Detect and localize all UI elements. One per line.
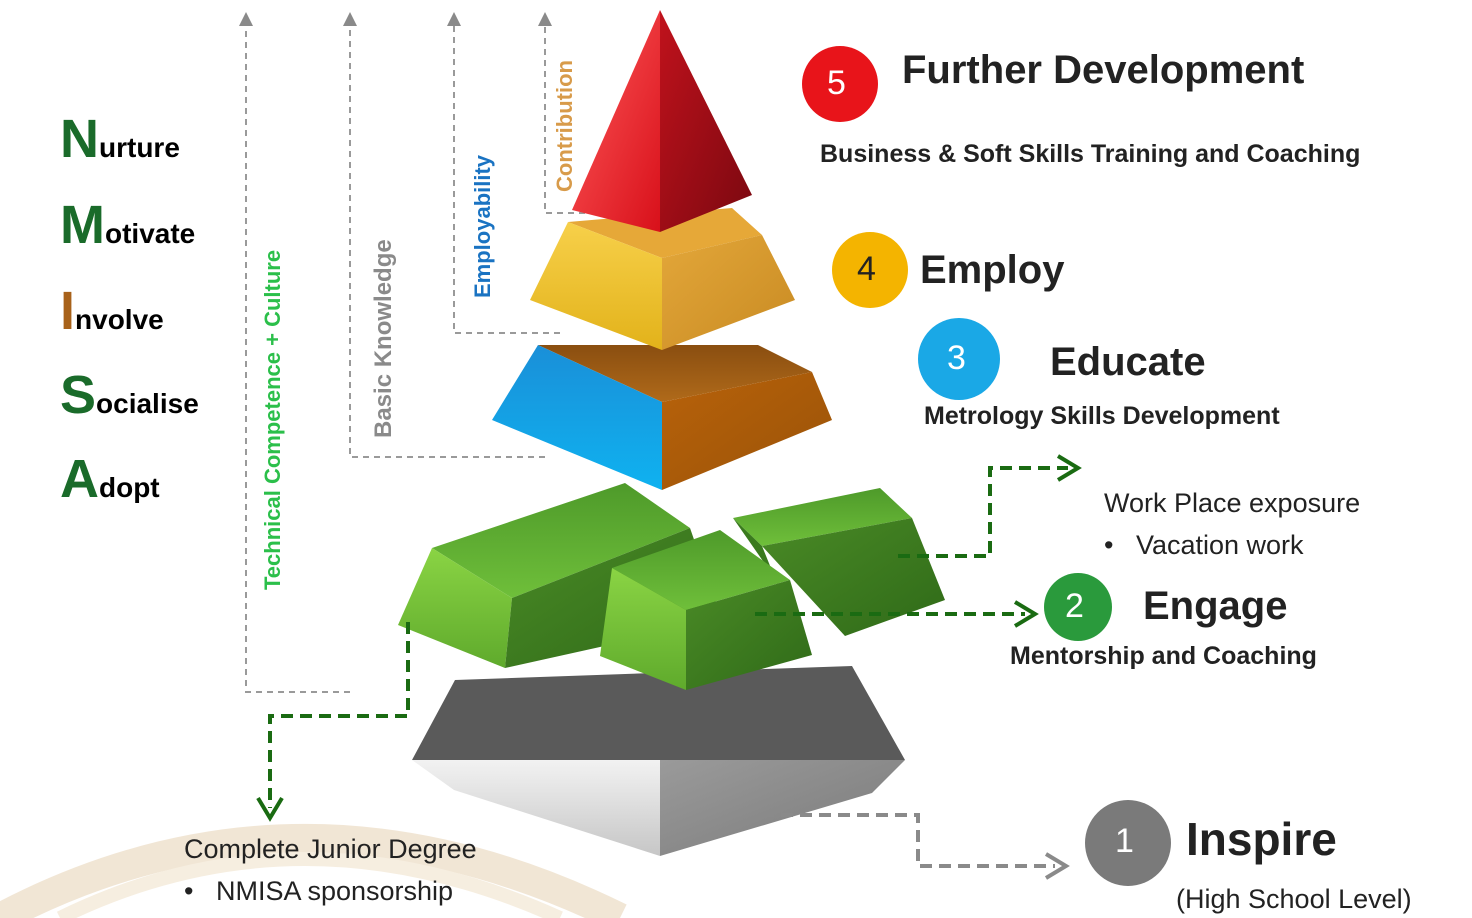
acronym-letter: M [60, 195, 105, 255]
acronym-letter: N [60, 109, 99, 169]
step-2-subtitle: Mentorship and Coaching [1010, 642, 1317, 670]
step-4-title: Employ [920, 248, 1065, 292]
guide-arrow-contribution [538, 12, 552, 26]
step-5-circle [802, 46, 878, 122]
guide-line-technical [245, 22, 350, 693]
pyramid-level-5-further-development [572, 10, 752, 232]
step-4-number: 4 [857, 250, 876, 288]
step-3-circle [918, 318, 1000, 400]
acronym-row: Involve [60, 284, 164, 338]
pyramid-level-3-educate [492, 345, 832, 490]
step-2-circle [1044, 573, 1112, 641]
workplace-heading: Work Place exposure [1104, 488, 1361, 518]
connector-junior-arrowhead [256, 796, 284, 822]
step-3-title: Educate [1050, 340, 1206, 384]
acronym-word: dopt [99, 472, 160, 503]
acronym-row: Motivate [60, 198, 195, 252]
acronym-word: otivate [104, 218, 196, 249]
background-watermark [0, 824, 627, 918]
label-employability: Employability [470, 154, 495, 298]
step-5-subtitle: Business & Soft Skills Training and Coac… [820, 140, 1361, 168]
junior-bullet: • NMISA sponsorship [184, 876, 454, 906]
acronym-letter: S [60, 365, 97, 425]
acronym-row: Socialise [60, 368, 199, 422]
pyramid-level-4-employ [530, 208, 795, 350]
connector-junior [268, 622, 410, 808]
label-contribution: Contribution [552, 60, 577, 192]
label-technical-competence: Technical Competence + Culture [260, 249, 285, 590]
step-5-number: 5 [827, 64, 846, 102]
connector-workplace [898, 466, 1068, 558]
step-1-circle [1085, 800, 1171, 886]
guide-arrow-employability [447, 12, 461, 26]
pyramid-level-1-inspire [412, 666, 905, 856]
acronym-word: nvolve [75, 304, 164, 335]
step-4-circle [832, 232, 908, 308]
step-1-number: 1 [1115, 822, 1134, 860]
guide-line-contribution [544, 22, 585, 214]
workplace-bullet-text: Vacation work [1135, 530, 1304, 560]
connector-workplace-arrowhead [1056, 454, 1082, 482]
pyramid-level-2-engage [398, 483, 945, 690]
guide-line-employability [453, 22, 560, 334]
workplace-bullet: • Vacation work [1104, 530, 1304, 560]
connector-engage-arrowhead [1013, 600, 1039, 628]
junior-bullet-text: NMISA sponsorship [215, 876, 454, 906]
connector-inspire-arrowhead [1044, 852, 1070, 880]
acronym-word: ocialise [96, 388, 199, 419]
step-5-title: Further Development [902, 48, 1305, 92]
acronym-word: urture [99, 132, 180, 163]
connector-inspire [762, 813, 1055, 868]
step-3-number: 3 [947, 339, 966, 377]
acronym-row: Nurture [60, 112, 180, 166]
acronym-row: Adopt [60, 452, 160, 506]
step-2-title: Engage [1143, 584, 1288, 628]
junior-heading: Complete Junior Degree [184, 834, 477, 864]
step-1-subtitle: (High School Level) [1176, 884, 1412, 914]
label-basic-knowledge: Basic Knowledge [370, 239, 397, 438]
acronym-letter: I [60, 281, 76, 341]
step-3-subtitle: Metrology Skills Development [924, 402, 1280, 430]
guide-line-basic [349, 22, 545, 458]
step-2-number: 2 [1065, 587, 1084, 625]
guide-arrow-basic [343, 12, 357, 26]
acronym-letter: A [60, 449, 99, 509]
step-1-title: Inspire [1186, 813, 1337, 865]
guide-arrow-technical [239, 12, 253, 26]
